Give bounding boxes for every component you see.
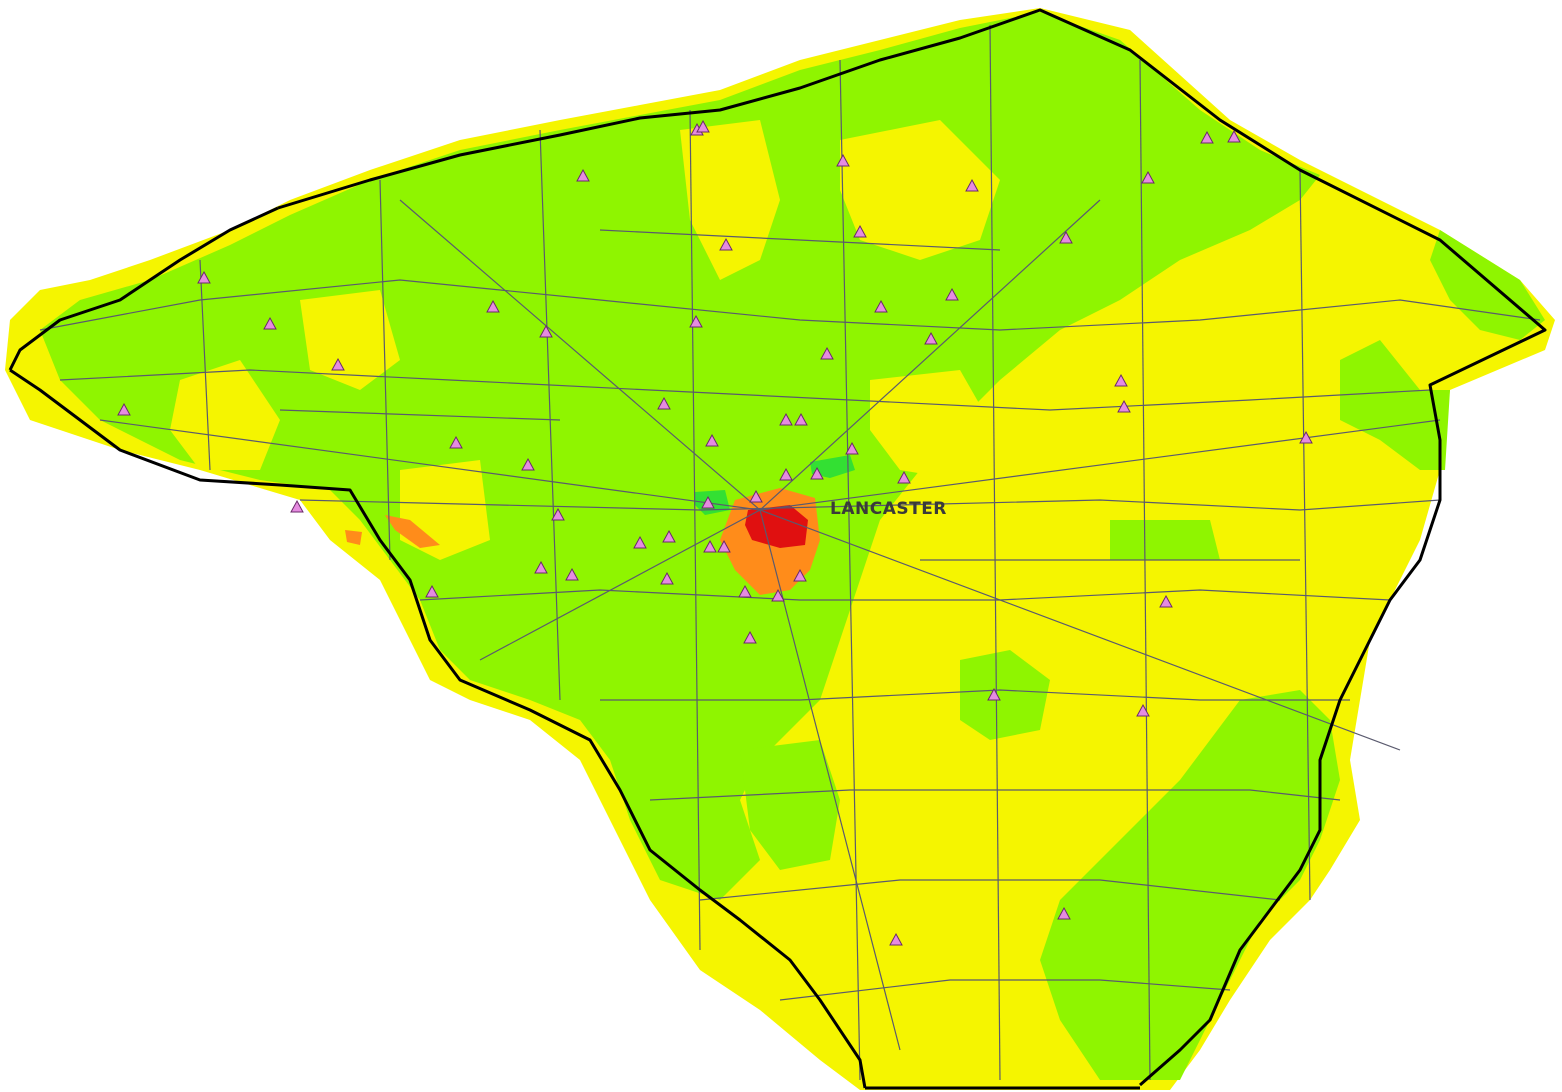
triangle-marker-icon[interactable] bbox=[117, 402, 131, 416]
region-high-1 bbox=[810, 455, 855, 478]
triangle-marker-icon[interactable] bbox=[897, 470, 911, 484]
triangle-marker-icon[interactable] bbox=[717, 539, 731, 553]
triangle-marker-icon[interactable] bbox=[539, 324, 553, 338]
region-low-west bbox=[170, 360, 280, 470]
region-medium-east-3 bbox=[1110, 520, 1220, 560]
triangle-marker-icon[interactable] bbox=[425, 584, 439, 598]
triangle-marker-icon[interactable] bbox=[749, 489, 763, 503]
triangle-marker-icon[interactable] bbox=[820, 346, 834, 360]
triangle-marker-icon[interactable] bbox=[1227, 129, 1241, 143]
region-low-north bbox=[680, 120, 780, 280]
region-high-2 bbox=[695, 490, 730, 515]
triangle-marker-icon[interactable] bbox=[1059, 230, 1073, 244]
triangle-marker-icon[interactable] bbox=[1136, 703, 1150, 717]
triangle-marker-icon[interactable] bbox=[1200, 130, 1214, 144]
triangle-marker-icon[interactable] bbox=[987, 687, 1001, 701]
triangle-marker-icon[interactable] bbox=[263, 316, 277, 330]
triangle-marker-icon[interactable] bbox=[701, 495, 715, 509]
triangle-marker-icon[interactable] bbox=[1057, 906, 1071, 920]
triangle-marker-icon[interactable] bbox=[889, 932, 903, 946]
region-urban-red bbox=[745, 505, 808, 548]
city-label-lancaster: LANCASTER bbox=[830, 499, 947, 519]
triangle-marker-icon[interactable] bbox=[853, 224, 867, 238]
triangle-marker-icon[interactable] bbox=[810, 466, 824, 480]
triangle-marker-icon[interactable] bbox=[662, 529, 676, 543]
triangle-marker-icon[interactable] bbox=[738, 584, 752, 598]
triangle-marker-icon[interactable] bbox=[771, 588, 785, 602]
triangle-marker-icon[interactable] bbox=[486, 299, 500, 313]
triangle-marker-icon[interactable] bbox=[793, 568, 807, 582]
triangle-marker-icon[interactable] bbox=[874, 299, 888, 313]
triangle-marker-icon[interactable] bbox=[1159, 594, 1173, 608]
triangle-marker-icon[interactable] bbox=[576, 168, 590, 182]
triangle-marker-icon[interactable] bbox=[689, 314, 703, 328]
triangle-marker-icon[interactable] bbox=[696, 119, 710, 133]
triangle-marker-icon[interactable] bbox=[705, 433, 719, 447]
region-low-nw bbox=[300, 290, 400, 390]
triangle-marker-icon[interactable] bbox=[1117, 399, 1131, 413]
region-low-center bbox=[400, 460, 490, 560]
tract-boundaries bbox=[39, 24, 1541, 1081]
triangle-marker-icon[interactable] bbox=[845, 441, 859, 455]
region-low-central-east bbox=[870, 370, 1000, 480]
triangle-marker-icon[interactable] bbox=[197, 270, 211, 284]
triangle-marker-icon[interactable] bbox=[743, 630, 757, 644]
triangle-marker-icon[interactable] bbox=[290, 499, 304, 513]
county-boundary-west bbox=[9, 368, 867, 1089]
triangle-marker-icon[interactable] bbox=[794, 412, 808, 426]
region-medium-east-1 bbox=[1340, 340, 1450, 470]
triangle-marker-icon[interactable] bbox=[449, 435, 463, 449]
triangle-marker-icon[interactable] bbox=[779, 467, 793, 481]
triangle-marker-icon[interactable] bbox=[924, 331, 938, 345]
triangle-marker-icon[interactable] bbox=[719, 237, 733, 251]
region-low-ne bbox=[840, 120, 1000, 260]
county-boundary bbox=[277, 8, 1547, 1087]
region-medium-main bbox=[40, 12, 1320, 900]
region-medium-south-1 bbox=[740, 740, 840, 870]
triangle-marker-icon[interactable] bbox=[1299, 430, 1313, 444]
triangle-marker-icon[interactable] bbox=[703, 539, 717, 553]
region-medium-east-2 bbox=[1040, 690, 1340, 1080]
region-medium-south-2 bbox=[960, 650, 1050, 740]
county-boundary-nw bbox=[8, 206, 279, 371]
triangle-marker-icon[interactable] bbox=[660, 571, 674, 585]
triangle-marker-icon[interactable] bbox=[945, 287, 959, 301]
triangle-marker-icon[interactable] bbox=[565, 567, 579, 581]
region-urban-orange-west bbox=[385, 515, 440, 548]
triangle-marker-icon[interactable] bbox=[1141, 170, 1155, 184]
triangle-marker-icon[interactable] bbox=[633, 535, 647, 549]
triangle-marker-icon[interactable] bbox=[331, 357, 345, 371]
region-urban-orange-west-2 bbox=[345, 530, 362, 545]
triangle-marker-icon[interactable] bbox=[551, 507, 565, 521]
triangle-marker-icon[interactable] bbox=[521, 457, 535, 471]
triangle-marker-icon[interactable] bbox=[1114, 373, 1128, 387]
triangle-marker-icon[interactable] bbox=[534, 560, 548, 574]
triangle-marker-icon[interactable] bbox=[965, 178, 979, 192]
triangle-marker-icon[interactable] bbox=[657, 396, 671, 410]
triangle-marker-icon[interactable] bbox=[779, 412, 793, 426]
triangle-marker-icon[interactable] bbox=[836, 153, 850, 167]
marker-layer bbox=[117, 119, 1313, 946]
